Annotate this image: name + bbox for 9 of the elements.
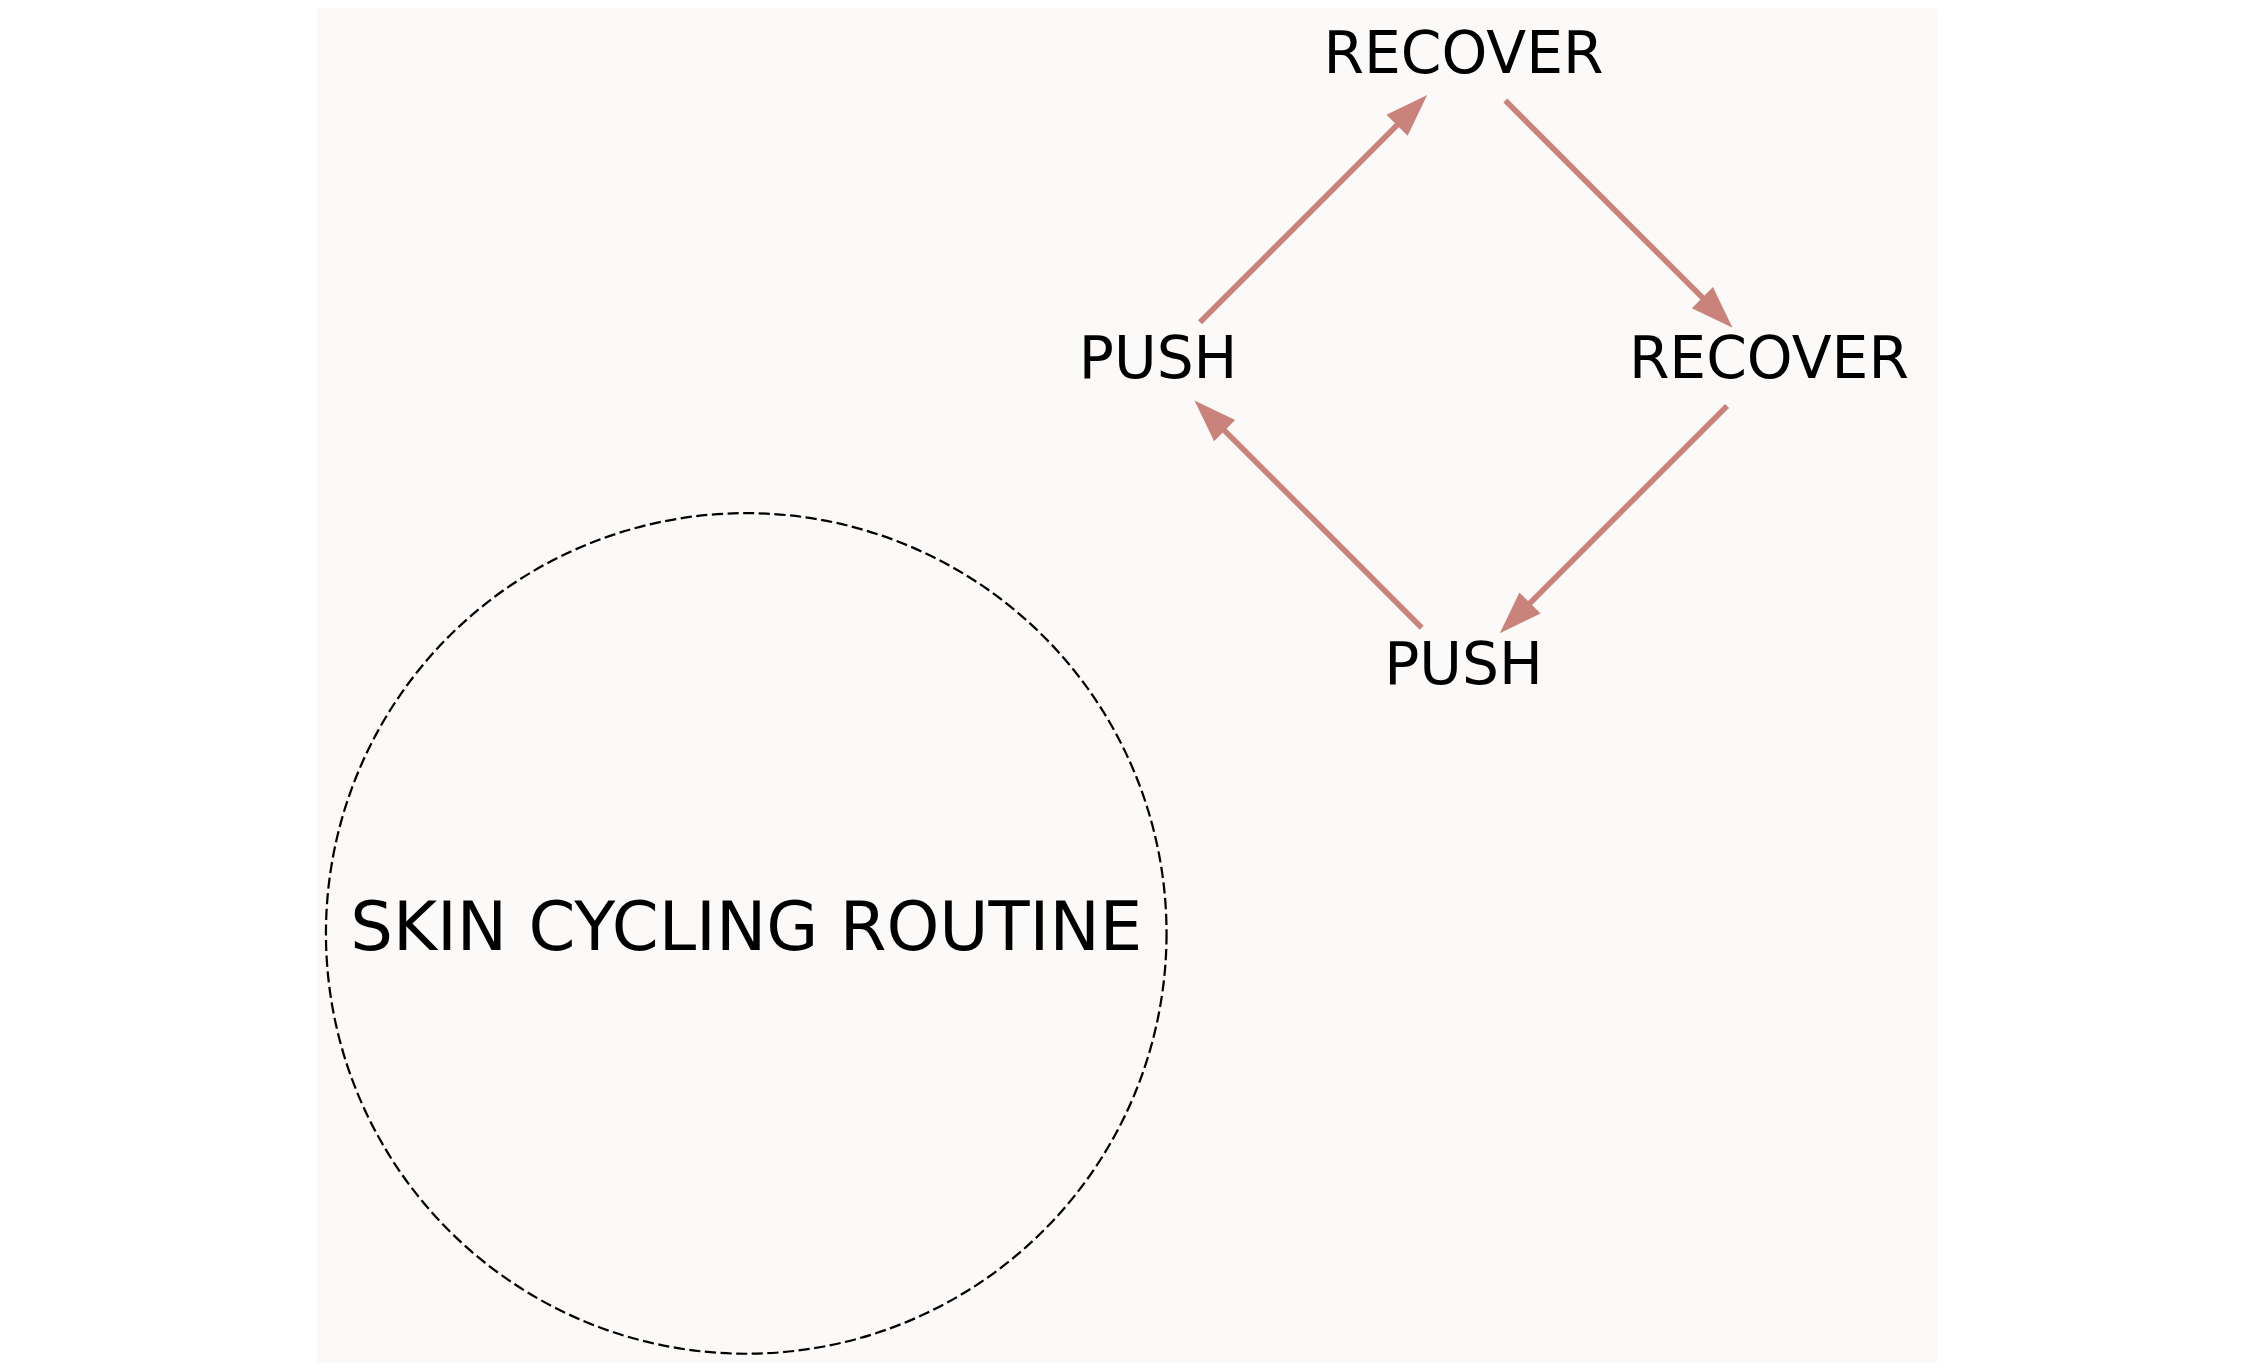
node-circle: SKIN CYCLING ROUTINE <box>324 512 1168 1355</box>
node-text: RECOVER <box>1628 324 1909 393</box>
arrow <box>1197 95 1427 325</box>
node-text: PUSH <box>1383 629 1543 698</box>
arrow <box>1502 98 1733 328</box>
node-text: PUSH <box>1078 324 1237 393</box>
node-text: RECOVER <box>1323 18 1603 87</box>
arrow <box>1193 400 1424 630</box>
arrow <box>1499 403 1729 634</box>
